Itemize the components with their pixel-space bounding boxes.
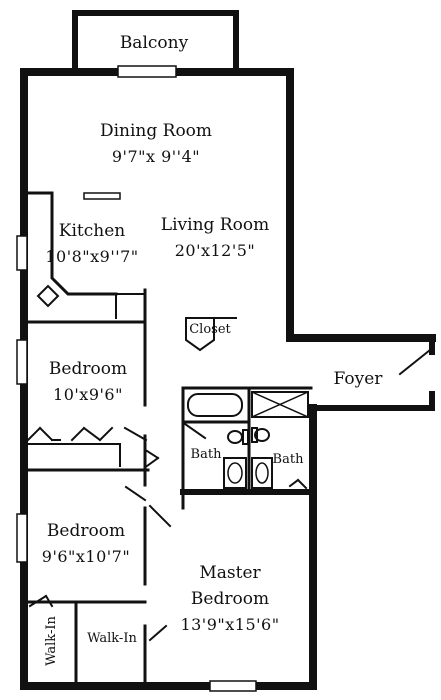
closet-marker [185,317,215,352]
bedroom2-label: Bedroom [47,521,125,541]
bedroom2-walls [25,468,172,586]
dining-room-label: Dining Room [100,121,212,141]
kitchen-label: Kitchen [59,221,125,241]
entry-door [398,348,432,376]
closet-label: Closet [189,322,231,337]
toilet2-icon [254,428,270,442]
bedroom1-window [16,339,28,385]
walkin2-label: Walk-In [87,631,137,646]
bedroom2-window [16,513,28,563]
kitchen-window [16,235,28,271]
foyer-label: Foyer [334,369,384,389]
kitchen-passthrough-window [83,192,121,200]
bath-walls [180,386,314,510]
bath2-label: Bath [273,452,305,467]
bedroom1-walls [25,316,160,472]
kitchen-sink-icon [36,284,60,308]
kitchen-walls [25,191,147,320]
sink2-icon [251,457,273,489]
master-bedroom-label: Master [199,563,261,583]
sink1-icon [223,457,247,489]
walkin1-label: Walk-In [44,616,59,666]
master-window [209,680,257,692]
toilet1-icon [227,430,243,444]
master-bedroom-dims: 13'9"x15'6" [180,615,279,634]
bath1-label: Bath [191,447,223,462]
walkin-walls [25,594,168,685]
bedroom1-label: Bedroom [49,359,127,379]
dining-room-dims: 9'7"x 9''4" [112,147,200,166]
bedroom2-dims: 9'6"x10'7" [42,547,130,566]
balcony-walls [72,10,239,73]
kitchen-dims: 10'8"x9''7" [45,247,138,266]
living-room-dims: 20'x12'5" [175,241,256,260]
master-bedroom-label-2: Bedroom [191,589,269,609]
living-room-label: Living Room [161,215,269,235]
balcony-label: Balcony [120,33,189,53]
balcony-door-window [117,65,177,78]
bedroom1-dims: 10'x9'6" [53,385,123,404]
